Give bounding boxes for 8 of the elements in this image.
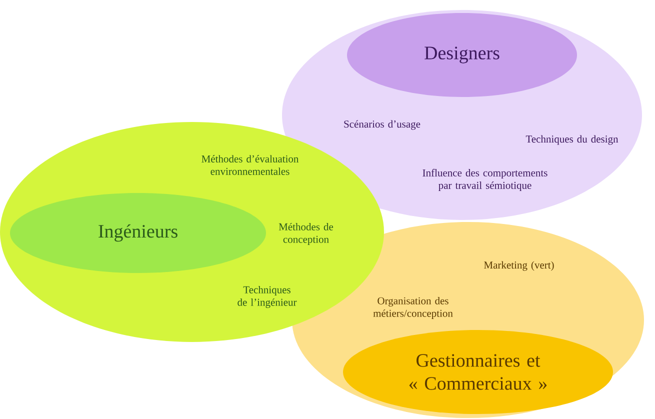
topic-text: Méthodes de conception — [278, 222, 334, 245]
topic-text: Marketing (vert) — [484, 261, 554, 271]
topic-text: Techniques de l’ingénieur — [238, 286, 297, 308]
topic-text: Méthodes d’évaluation environnementales — [202, 155, 299, 175]
topic-text: Techniques du design — [526, 135, 618, 145]
topic-text: Organisation des métiers/conception — [373, 297, 453, 319]
topic-text: Influence des comportements par travail sémiotique — [422, 168, 548, 192]
topic-text: Scénarios d’usage — [344, 120, 420, 130]
